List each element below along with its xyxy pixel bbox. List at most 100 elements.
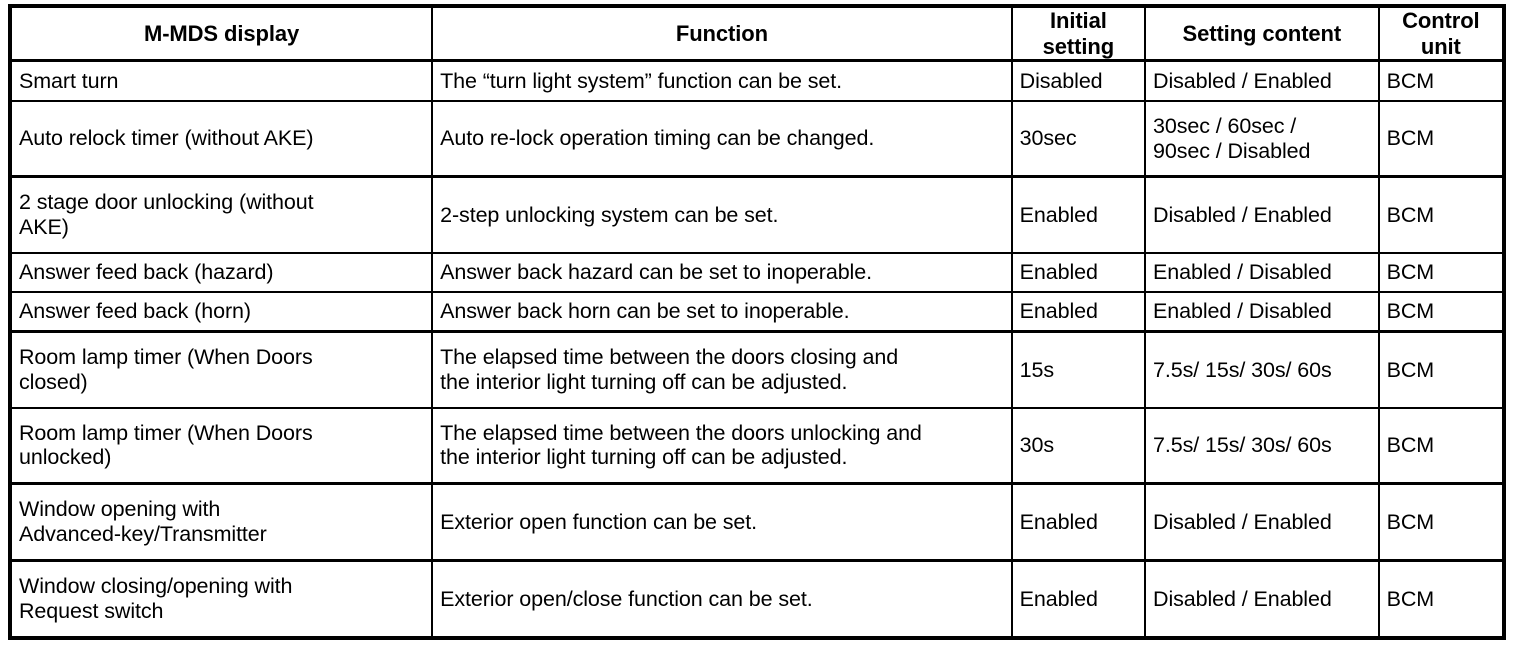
cell-setting-content-line1: 30sec / 60sec / [1153,113,1297,138]
cell-m-mds-display: Answer feed back (hazard) [8,251,434,293]
cell-control-unit-line1: BCM [1386,509,1435,534]
cell-function-line1: Exterior open/close function can be set. [440,586,813,611]
column-header-control-unit-line1: Control [1402,8,1480,33]
cell-control-unit-line1: BCM [1386,433,1435,458]
cell-initial-setting-line1: Enabled [1019,299,1098,324]
cell-m-mds-display-line1: Window opening with [19,497,221,522]
cell-setting-content-line1: 7.5s/ 15s/ 30s/ 60s [1153,433,1332,458]
cell-control-unit: BCM [1377,406,1506,485]
cell-m-mds-display-line2: AKE) [19,215,69,240]
cell-m-mds-display-line1: Smart turn [19,68,119,93]
cell-setting-content: Disabled / Enabled [1144,175,1380,254]
cell-initial-setting-line1: Enabled [1019,509,1098,534]
table-row: Answer feed back (horn)Answer back horn … [8,290,1506,333]
cell-m-mds-display-line1: Answer feed back (hazard) [19,259,274,284]
cell-initial-setting-line1: 30sec [1019,126,1077,151]
spec-table-container: M-MDS display Function Initial setting S… [8,4,1506,640]
cell-setting-content-line1: Disabled / Enabled [1153,586,1332,611]
cell-m-mds-display-line2: Advanced-key/Transmitter [19,522,267,547]
column-header-setting-content: Setting content [1144,5,1380,63]
table-row: Auto relock timer (without AKE) Auto re-l… [8,99,1506,178]
cell-setting-content: 7.5s/ 15s/ 30s/ 60s [1144,330,1380,409]
cell-function: 2-step unlocking system can be set. [431,175,1013,254]
vehicle-settings-table: M-MDS display Function Initial setting S… [8,4,1506,640]
column-header-m-mds-display: M-MDS display [8,5,434,63]
cell-initial-setting-line1: 30s [1019,433,1055,458]
cell-setting-content: Disabled / Enabled [1144,558,1380,639]
cell-function: The elapsed time between the doors closi… [431,330,1013,409]
table-body: Smart turn The “turn light system” functi… [8,59,1506,639]
cell-initial-setting-line1: 15s [1019,357,1055,382]
cell-initial-setting-line1: Disabled [1019,68,1103,93]
cell-initial-setting: Enabled [1010,290,1147,333]
cell-m-mds-display-line1: Window closing/opening with [19,574,293,599]
cell-control-unit: BCM [1377,175,1506,254]
cell-initial-setting: 30s [1010,406,1147,485]
cell-control-unit-line1: BCM [1386,202,1435,227]
cell-function-line1: The “turn light system” function can be … [440,68,843,93]
cell-initial-setting-line1: Enabled [1019,586,1098,611]
cell-function-line1: 2-step unlocking system can be set. [440,202,779,227]
cell-initial-setting: 30sec [1010,99,1147,178]
cell-control-unit-line1: BCM [1386,259,1435,284]
cell-control-unit: BCM [1377,482,1506,562]
cell-function-line1: Answer back horn can be set to inoperabl… [440,299,850,324]
cell-function-line1: The elapsed time between the doors closi… [440,345,899,370]
cell-setting-content-line1: Disabled / Enabled [1153,202,1332,227]
cell-function-line1: Answer back hazard can be set to inopera… [440,259,872,284]
cell-function-line1: Auto re-lock operation timing can be cha… [440,126,875,151]
cell-function: Exterior open function can be set. [431,482,1013,562]
cell-setting-content: 30sec / 60sec /90sec / Disabled [1144,99,1380,178]
cell-control-unit: BCM [1377,251,1506,293]
cell-setting-content: 7.5s/ 15s/ 30s/ 60s [1144,406,1380,485]
cell-m-mds-display-line1: Room lamp timer (When Doors [19,345,313,370]
cell-m-mds-display: Auto relock timer (without AKE) [8,99,434,178]
cell-initial-setting-line1: Enabled [1019,259,1098,284]
column-header-control-unit: Control unit [1377,5,1506,63]
cell-control-unit: BCM [1377,558,1506,639]
cell-control-unit: BCM [1377,330,1506,409]
cell-m-mds-display-line2: unlocked) [19,445,112,470]
cell-m-mds-display-line1: 2 stage door unlocking (without [19,190,314,215]
cell-initial-setting: Enabled [1010,482,1147,562]
cell-function: The elapsed time between the doors unloc… [431,406,1013,485]
cell-control-unit: BCM [1377,59,1506,102]
cell-setting-content: Disabled / Enabled [1144,59,1380,102]
cell-m-mds-display: Smart turn [8,59,434,102]
cell-initial-setting: Enabled [1010,558,1147,639]
cell-initial-setting: Disabled [1010,59,1147,102]
cell-m-mds-display-line2: closed) [19,369,88,394]
cell-control-unit-line1: BCM [1386,586,1435,611]
table-row: Smart turn The “turn light system” functi… [8,59,1506,102]
header-row: M-MDS display Function Initial setting S… [8,5,1506,63]
cell-initial-setting-line1: Enabled [1019,202,1098,227]
cell-initial-setting: 15s [1010,330,1147,409]
cell-control-unit-line1: BCM [1386,357,1435,382]
cell-setting-content: Enabled / Disabled [1144,251,1380,293]
cell-function: Answer back horn can be set to inoperabl… [431,290,1013,333]
cell-control-unit: BCM [1377,99,1506,178]
cell-m-mds-display-line1: Auto relock timer (without AKE) [19,126,314,151]
column-header-initial-setting-line1: Initial [1049,8,1107,33]
cell-function-line1: The elapsed time between the doors unloc… [440,420,922,445]
table-header: M-MDS display Function Initial setting S… [8,5,1506,63]
cell-control-unit-line1: BCM [1386,299,1435,324]
column-header-initial-setting-line2: setting [1042,33,1115,59]
cell-function-line1: Exterior open function can be set. [440,509,758,534]
column-header-initial-setting: Initial setting [1010,5,1147,63]
cell-m-mds-display: Answer feed back (horn) [8,290,434,333]
table-row: Answer feed back (hazard) Answer back haz… [8,251,1506,293]
column-header-control-unit-line2: unit [1420,33,1461,59]
cell-function: The “turn light system” function can be … [431,59,1013,102]
cell-setting-content-line1: Disabled / Enabled [1153,68,1332,93]
cell-setting-content-line1: 7.5s/ 15s/ 30s/ 60s [1153,357,1332,382]
